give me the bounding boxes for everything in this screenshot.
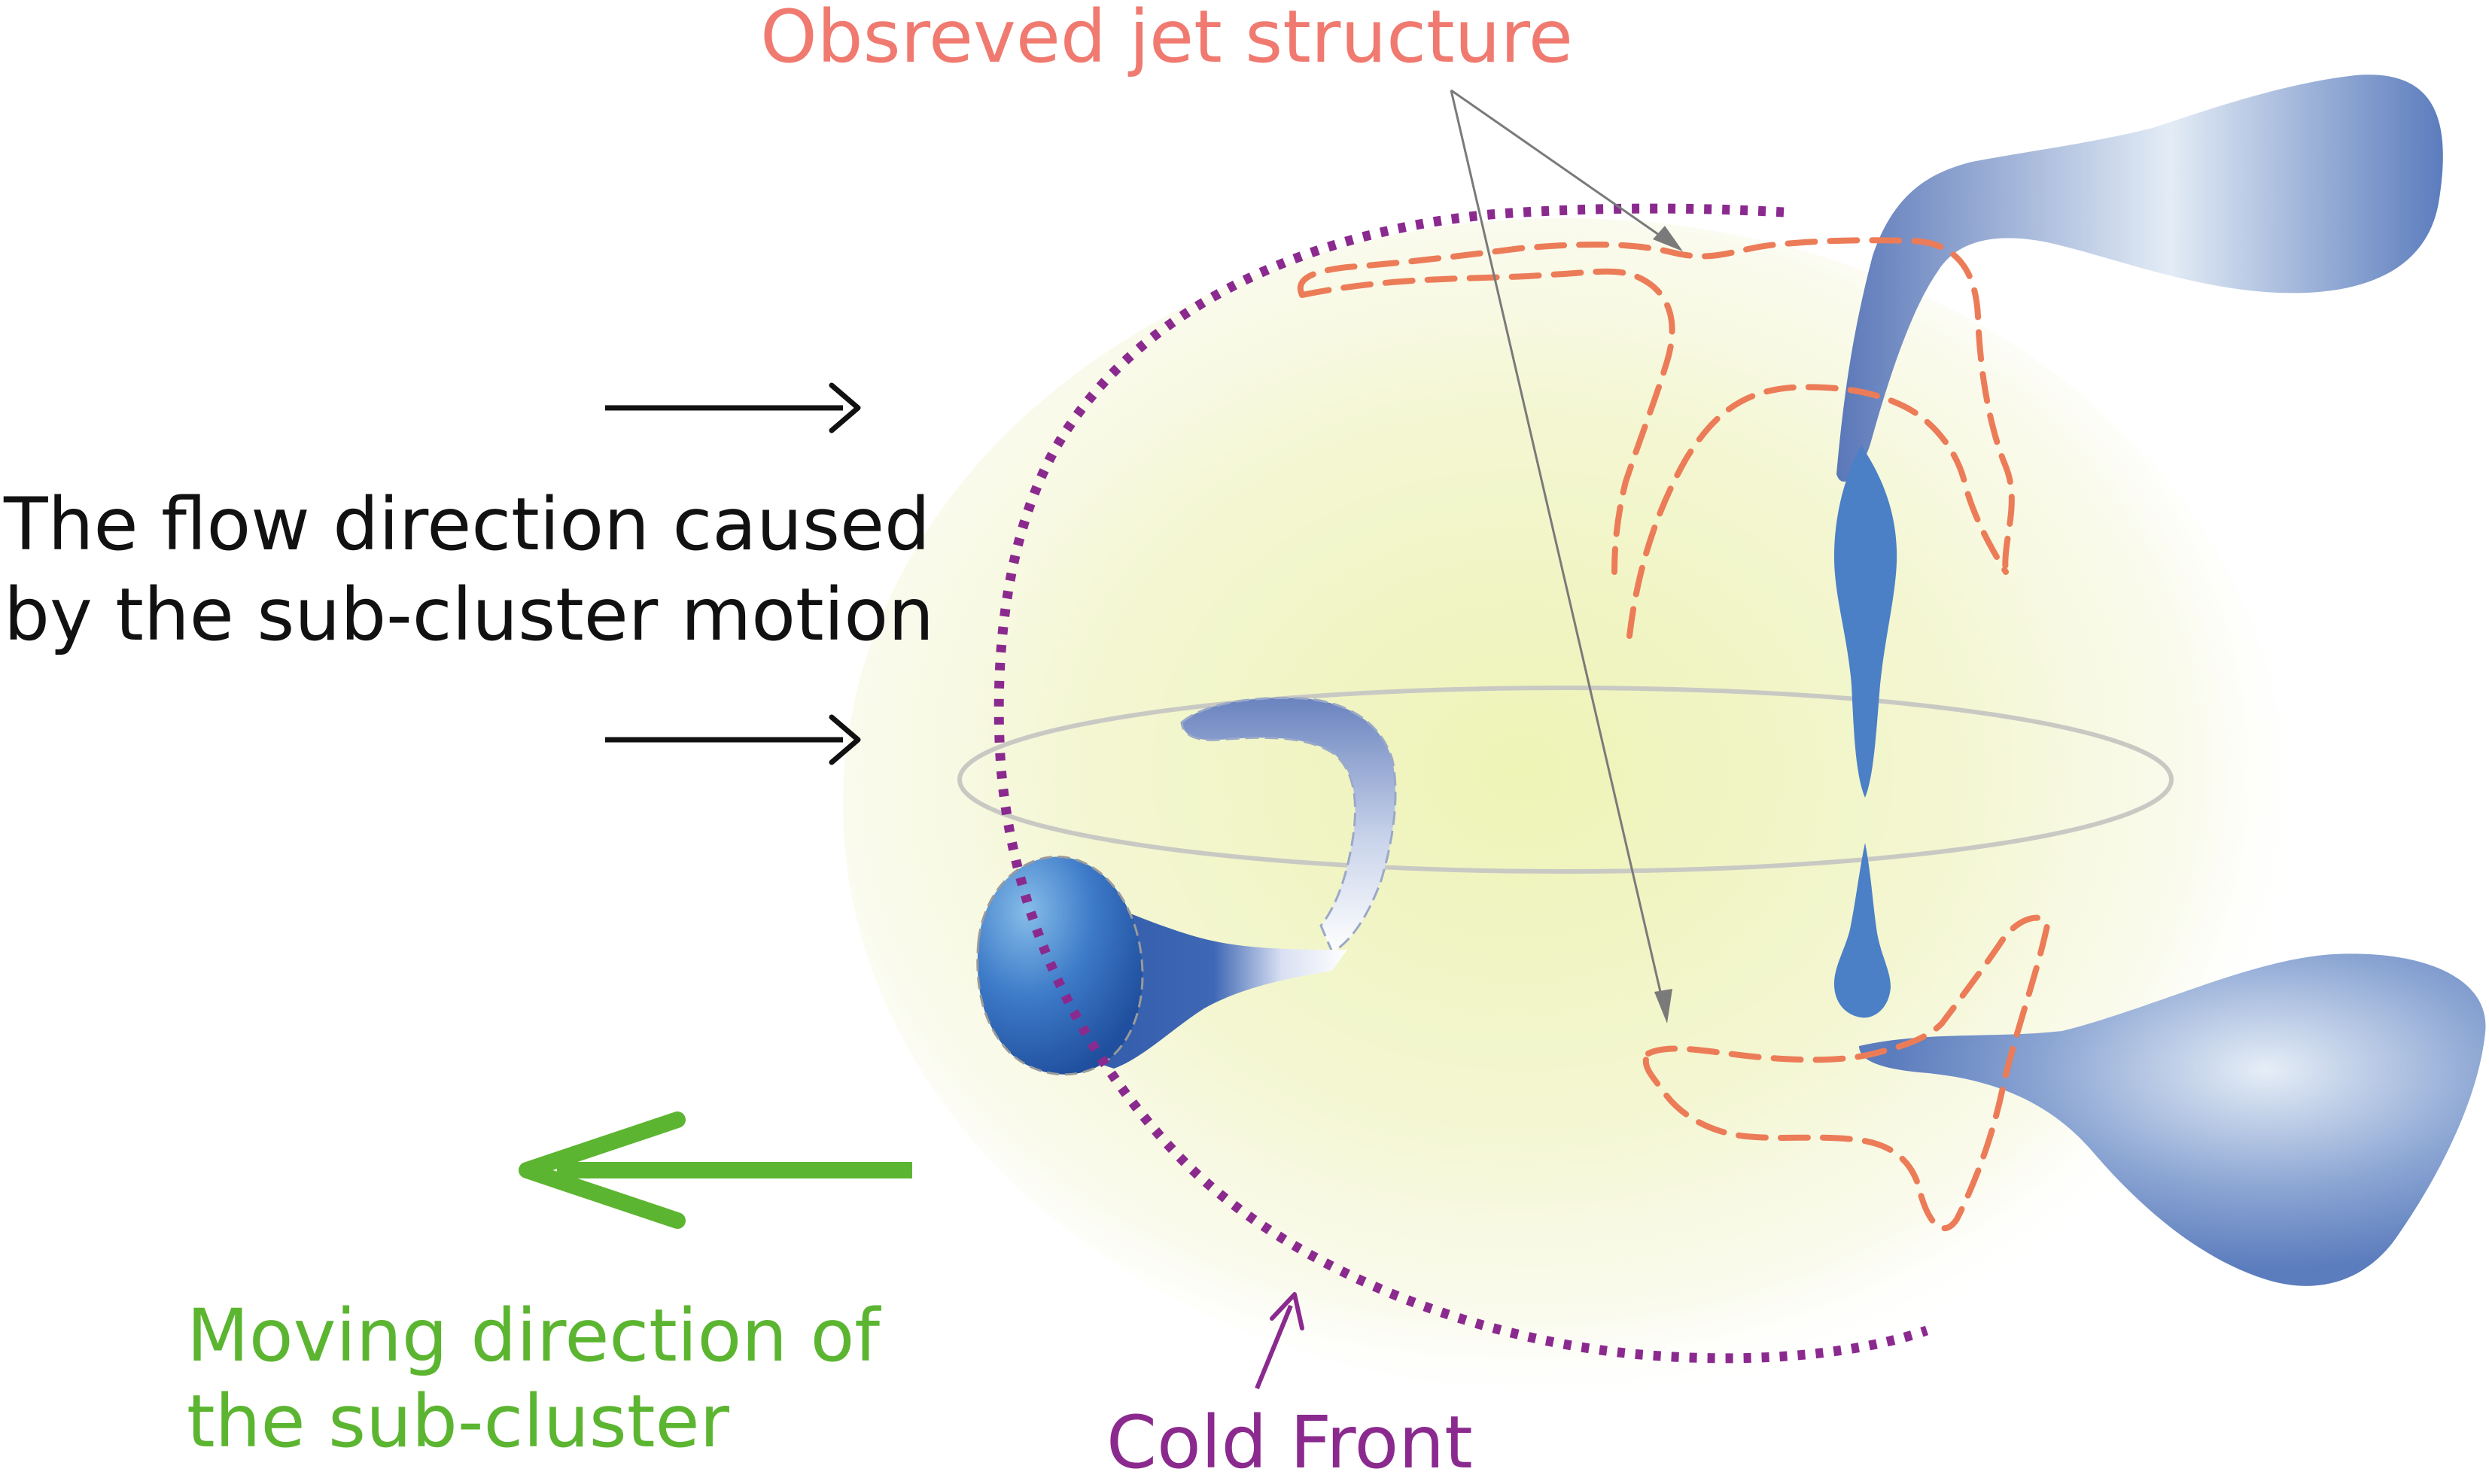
jet-lobe-top-right: [1836, 75, 2443, 482]
observed-jet-top-dashed: [1298, 237, 2015, 639]
jet-pointer-arrowhead-top: [1653, 226, 1683, 251]
observed-jet-bottom-dashed: [1642, 914, 2051, 1232]
flow-arrowhead-bottom: [829, 714, 861, 765]
moving-direction-arrowhead: [519, 1111, 686, 1229]
flow-direction-label-line2: by the sub-cluster motion: [4, 573, 934, 657]
cold-front-pointer-head: [1270, 1292, 1304, 1330]
jet-pointer-line-bottom: [1450, 90, 1667, 1015]
jet-upper: [1833, 446, 1897, 798]
cold-front-label: Cold Front: [1106, 1400, 1473, 1484]
equator-ring: [957, 686, 2174, 874]
jet-head-left: [976, 856, 1144, 1076]
flow-direction-label-line1: The flow direction caused: [3, 482, 930, 567]
jet-structure-label: Obsreved jet structure: [760, 0, 1573, 79]
jet-pointer-arrowhead-bottom: [1654, 989, 1672, 1023]
jet-pointer-line-top: [1450, 89, 1679, 250]
cold-front-arc: [993, 203, 1929, 1364]
jet-lower: [1833, 843, 1891, 1018]
moving-direction-label-line2: the sub-cluster: [187, 1379, 730, 1464]
flow-arrowhead-top: [829, 382, 861, 433]
cold-front-pointer: [1255, 1304, 1293, 1390]
cluster-sphere: [843, 218, 2288, 1392]
jet-hook-left: [1180, 697, 1397, 954]
moving-direction-label-line1: Moving direction of: [187, 1294, 881, 1378]
